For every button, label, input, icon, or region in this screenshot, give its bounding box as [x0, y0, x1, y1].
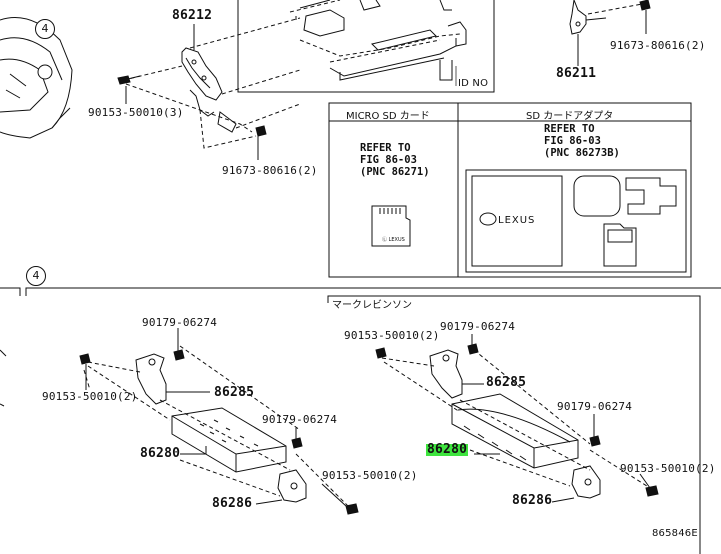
label-90179-left-top: 90179-06274 — [142, 316, 218, 329]
bolt-91673-top-left — [255, 125, 267, 160]
table-header-sd-adapter: SD カードアダプタ — [526, 111, 614, 122]
part-label-91673-top-right: 91673-80616(2) — [610, 39, 706, 52]
bolt-90153-left-top — [79, 353, 91, 390]
label-86286-right: 86286 — [512, 493, 553, 508]
label-86280-left: 86280 — [140, 446, 181, 461]
right-assembly-guide-lines — [381, 349, 651, 489]
figure-id: 865846E — [652, 528, 698, 539]
left-assembly-guide-lines — [83, 345, 351, 509]
part-label-91673-top-left: 91673-80616(2) — [222, 164, 318, 177]
bolt-90153-right-top — [375, 347, 387, 359]
amplifier-86280-left — [171, 407, 287, 473]
label-90153-left-bottom: 90153-50010(2) — [322, 469, 418, 482]
assembly-guide-lines — [123, 17, 301, 149]
id-no-label: ID NO — [458, 78, 489, 89]
section-divider — [0, 287, 721, 554]
micro-sd-card-icon: Ⓛ LEXUS — [371, 205, 411, 247]
svg-text:Ⓛ LEXUS: Ⓛ LEXUS — [382, 236, 405, 243]
label-90179-right-mid: 90179-06274 — [557, 400, 633, 413]
callout-circle-4-top: 4 — [35, 19, 55, 39]
reference-micro-sd: REFER TO FIG 86-03 (PNC 86271) — [360, 142, 430, 178]
table-header-micro-sd: MICRO SD カード — [346, 111, 430, 122]
sd-card-adapter-icon: LEXUS — [465, 169, 687, 273]
nut-90179-right-top — [467, 334, 479, 355]
bracket-86285-left — [135, 353, 210, 405]
nut-90179-left-mid — [291, 428, 303, 449]
part-label-86211: 86211 — [556, 66, 597, 81]
nut-90179-left-top — [173, 328, 185, 361]
bolt-90153-right-bottom — [639, 473, 659, 497]
nut-90179-right-mid — [589, 414, 601, 447]
callout-circle-4-section: 4 — [26, 266, 46, 286]
label-90153-right-top: 90153-50010(2) — [344, 329, 440, 342]
label-86280-right-highlighted: 86280 — [426, 442, 469, 457]
label-86285-right: 86285 — [486, 375, 527, 390]
head-unit-frame — [237, 0, 495, 93]
bracket-86286-right — [551, 465, 601, 503]
bracket-86285-right — [429, 349, 484, 399]
label-86285-left: 86285 — [214, 385, 255, 400]
label-90179-right-top: 90179-06274 — [440, 320, 516, 333]
svg-text:LEXUS: LEXUS — [498, 215, 535, 226]
bolt-90153-top — [117, 75, 141, 85]
bracket-86286-left — [255, 469, 307, 505]
bolt-90153-left-bottom — [321, 483, 359, 515]
bolt-91673-top-right — [639, 0, 651, 34]
amplifier-86280-right — [451, 393, 579, 469]
card-reference-table: Ⓛ LEXUS LEXUS — [328, 102, 692, 278]
label-90153-left-top: 90153-50010(2) — [42, 390, 138, 403]
vehicle-outline — [0, 17, 73, 139]
section-title-mark-levinson: マークレビンソン — [332, 300, 412, 311]
bracket-86212 — [181, 47, 237, 133]
label-90153-right-bottom: 90153-50010(2) — [620, 462, 716, 475]
label-90179-left-mid: 90179-06274 — [262, 413, 338, 426]
part-label-90153-top: 90153-50010(3) — [88, 106, 184, 119]
label-86286-left: 86286 — [212, 496, 253, 511]
part-label-86212: 86212 — [172, 8, 213, 23]
bracket-86211 — [569, 0, 643, 66]
reference-sd-adapter: REFER TO FIG 86-03 (PNC 86273B) — [544, 123, 620, 159]
